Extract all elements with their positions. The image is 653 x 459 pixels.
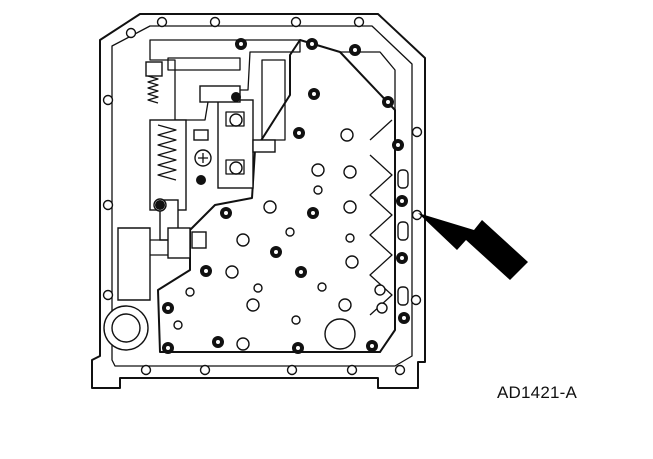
bolt	[196, 175, 206, 185]
accumulator-port	[324, 318, 356, 350]
valve-body-holes	[173, 128, 388, 351]
harness-connector	[117, 227, 207, 301]
solenoid-assembly	[199, 85, 276, 189]
valve-body-plate	[157, 39, 396, 353]
spring-valve	[149, 119, 187, 241]
bolt	[231, 92, 241, 102]
gasket-outline	[111, 25, 413, 367]
manual-valve	[193, 129, 212, 167]
bolt	[155, 200, 165, 210]
small-spring	[145, 61, 163, 104]
case-bolt-holes	[102, 16, 423, 376]
check-ball-pockets	[397, 169, 409, 306]
filter-port	[103, 305, 149, 351]
reference-code: AD1421-A	[497, 383, 578, 402]
indicator-arrow	[418, 213, 528, 280]
case-outline	[91, 13, 426, 389]
